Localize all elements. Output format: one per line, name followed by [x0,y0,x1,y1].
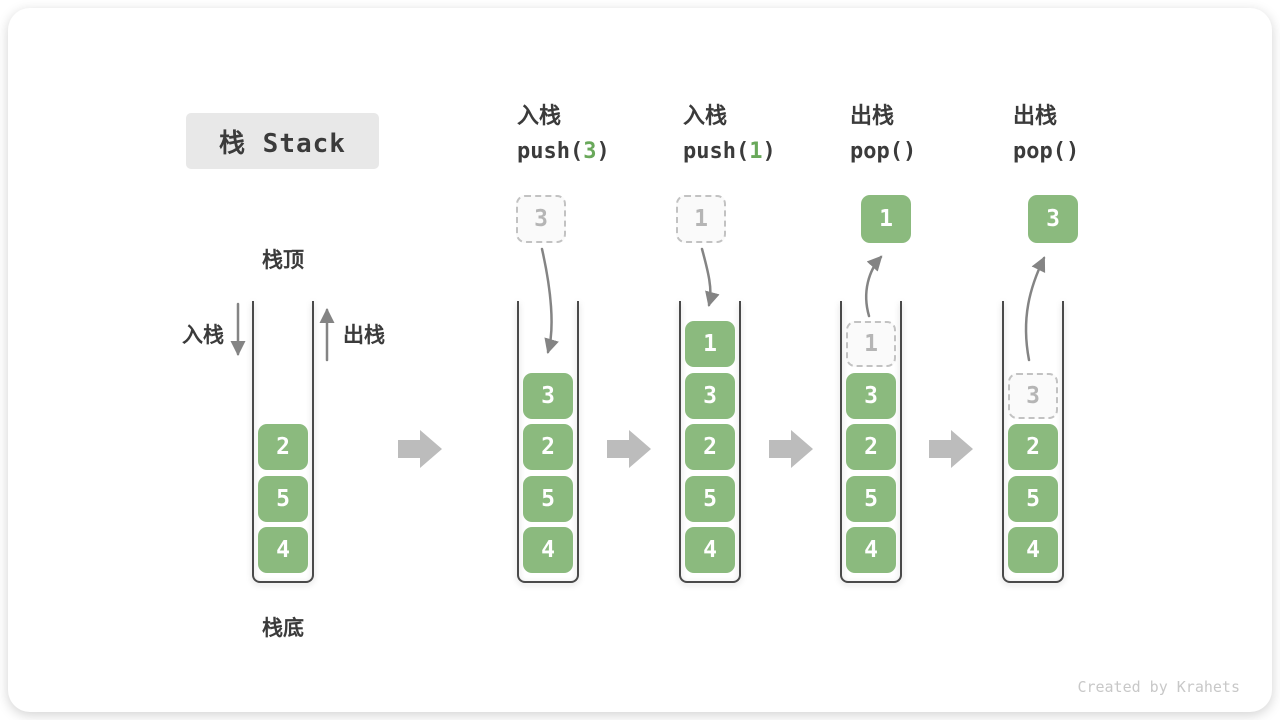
credit-text: Created by Krahets [1077,678,1240,696]
stack-container-initial [252,301,314,583]
stack-item-4: 4 [846,527,896,573]
stack-item-5: 5 [685,476,735,522]
op-header-push-3: 入栈 push(3) [517,104,610,165]
stack-item-4: 4 [685,527,735,573]
pop-side-label: 出栈 [343,323,385,347]
stack-bottom-label: 栈底 [262,616,304,640]
push-1-arrow [700,247,720,307]
code-pre: push( [683,139,750,164]
stack-item-5: 5 [846,476,896,522]
op-label-cn: 入栈 [517,104,562,129]
stack-item-ghost-1: 1 [846,321,896,367]
op-label-cn: 入栈 [683,104,728,129]
stack-item-4: 4 [523,527,573,573]
op-code: pop() [850,139,916,165]
op-header-pop-1: 出栈 pop() [850,104,916,165]
stack-item-5: 5 [258,476,308,522]
code-arg: 1 [749,139,763,164]
op-code: push(3) [517,139,610,165]
stack-item-2: 2 [846,424,896,470]
op-code: push(1) [683,139,776,165]
stack-item-2: 2 [685,424,735,470]
stack-item-3: 3 [523,373,573,419]
stack-item-3: 3 [846,373,896,419]
stack-container-after-push-1 [679,301,741,583]
flow-arrow [769,430,813,468]
stack-item-3: 3 [685,373,735,419]
code-post: ) [596,139,610,164]
stack-item-ghost-3: 3 [1008,373,1058,419]
op-label-cn: 出栈 [1013,104,1058,129]
page-title: 栈 Stack [219,128,346,159]
stack-item-2: 2 [1008,424,1058,470]
floating-solid-box-1: 1 [861,195,911,243]
code-pre: pop() [850,139,917,164]
stack-item-5: 5 [523,476,573,522]
flow-arrow [607,430,651,468]
stack-top-label: 栈顶 [262,248,304,272]
stack-item-2: 2 [523,424,573,470]
stack-container-after-pop-3 [1002,301,1064,583]
op-header-pop-3: 出栈 pop() [1013,104,1079,165]
op-label-cn: 出栈 [850,104,895,129]
code-pre: pop() [1013,139,1080,164]
stack-item-2: 2 [258,424,308,470]
stack-item-5: 5 [1008,476,1058,522]
stack-item-4: 4 [1008,527,1058,573]
floating-dashed-box-1: 1 [676,195,726,243]
stack-item-1: 1 [685,321,735,367]
floating-solid-box-3: 3 [1028,195,1078,243]
push-side-label: 入栈 [182,323,224,347]
op-code: pop() [1013,139,1079,165]
code-pre: push( [517,139,584,164]
stack-container-after-pop-1 [840,301,902,583]
flow-arrow [929,430,973,468]
op-header-push-1: 入栈 push(1) [683,104,776,165]
stack-item-4: 4 [258,527,308,573]
stack-container-after-push-3 [517,301,579,583]
code-arg: 3 [583,139,597,164]
flow-arrow [398,430,442,468]
title-box: 栈 Stack [186,113,379,169]
code-post: ) [762,139,776,164]
floating-dashed-box-3: 3 [516,195,566,243]
